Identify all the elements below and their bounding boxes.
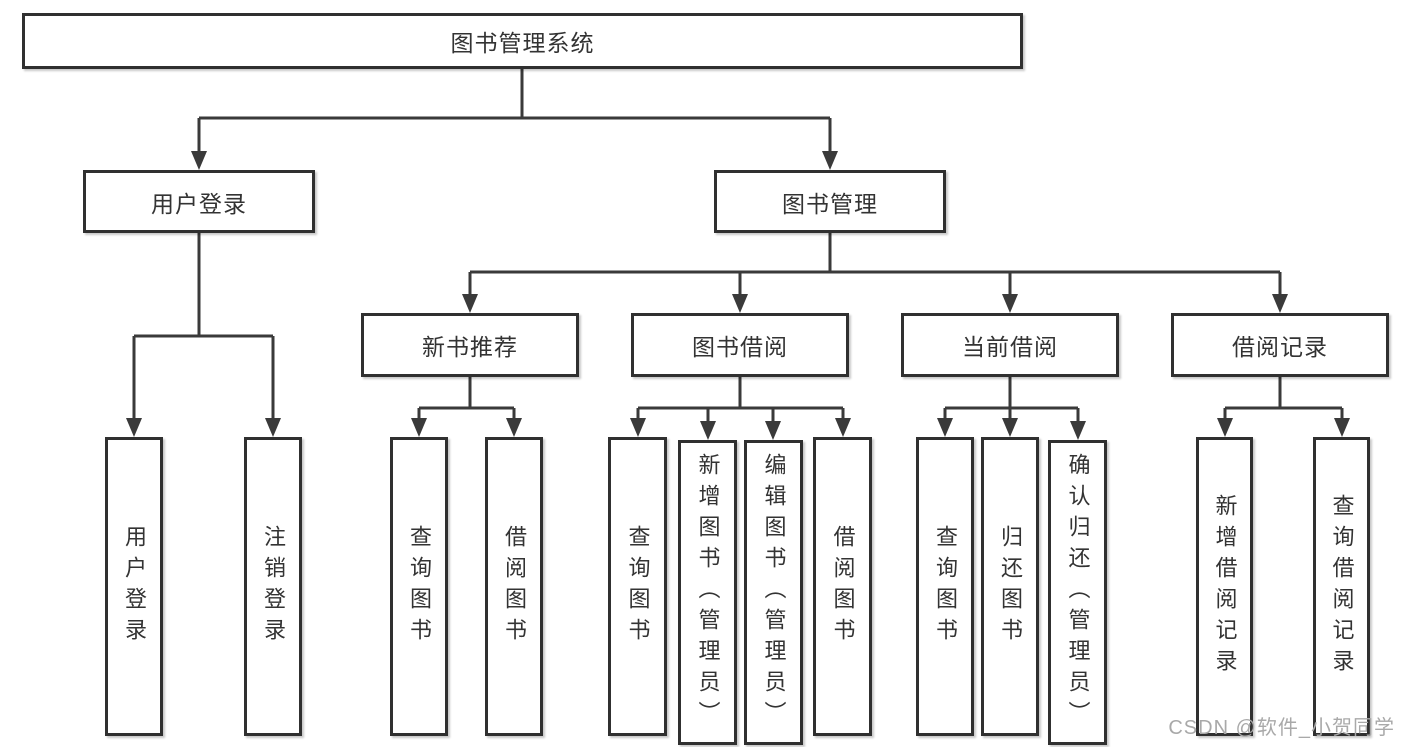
node-label: 当前借阅 (962, 334, 1058, 360)
node-user-login: 用户登录 (83, 170, 315, 233)
node-label: 图书借阅 (692, 334, 788, 360)
node-current-borrow: 当前借阅 (901, 313, 1119, 377)
node-borrow-records: 借阅记录 (1171, 313, 1389, 377)
leaf-query-books-recommend: 查询图书 (390, 437, 448, 736)
leaf-label: 查询借阅记录 (1329, 493, 1355, 680)
connector-book-management (462, 233, 1288, 313)
leaf-label: 编辑图书（管理员） (761, 453, 787, 732)
leaf-query-books-borrow: 查询图书 (608, 437, 667, 736)
leaf-label: 查询图书 (407, 524, 432, 649)
connector-current-borrow (937, 377, 1086, 440)
leaf-label: 查询图书 (625, 524, 651, 649)
connector-book-borrow (630, 377, 851, 440)
leaf-add-borrow-record: 新增借阅记录 (1196, 437, 1253, 736)
leaf-query-books-current: 查询图书 (916, 437, 974, 736)
csdn-watermark: CSDN @软件_小贺同学 (1168, 717, 1395, 739)
leaf-label: 归还图书 (998, 524, 1023, 649)
leaf-label: 注销登录 (261, 524, 286, 649)
node-new-book-recommend: 新书推荐 (361, 313, 579, 377)
node-label: 图书管理 (782, 190, 878, 217)
leaf-user-login: 用户登录 (105, 437, 163, 736)
connector-root (191, 69, 838, 170)
node-label: 图书管理系统 (450, 30, 595, 56)
node-label: 新书推荐 (422, 334, 518, 360)
leaf-label: 借阅图书 (502, 524, 527, 649)
leaf-label: 新增借阅记录 (1212, 493, 1238, 680)
leaf-label: 借阅图书 (830, 524, 856, 649)
node-book-borrow: 图书借阅 (631, 313, 849, 377)
leaf-edit-books-admin: 编辑图书（管理员） (744, 440, 803, 745)
leaf-label: 用户登录 (122, 524, 147, 649)
leaf-return-books: 归还图书 (981, 437, 1039, 736)
leaf-logout: 注销登录 (244, 437, 302, 736)
node-book-management: 图书管理 (714, 170, 946, 233)
leaf-confirm-return-admin: 确认归还（管理员） (1048, 440, 1107, 745)
leaf-borrow-books-recommend: 借阅图书 (485, 437, 543, 736)
node-label: 借阅记录 (1232, 334, 1328, 360)
leaf-query-borrow-record: 查询借阅记录 (1313, 437, 1370, 736)
leaf-label: 新增图书（管理员） (695, 453, 721, 732)
leaf-label: 查询图书 (933, 524, 958, 649)
connector-new-book (411, 377, 522, 437)
leaf-label: 确认归还（管理员） (1065, 453, 1091, 732)
connector-borrow-records (1217, 377, 1350, 437)
leaf-borrow-books: 借阅图书 (813, 437, 872, 736)
leaf-add-books-admin: 新增图书（管理员） (678, 440, 737, 745)
connector-user-login (126, 233, 281, 437)
node-root-system: 图书管理系统 (22, 13, 1023, 69)
node-label: 用户登录 (151, 190, 247, 217)
